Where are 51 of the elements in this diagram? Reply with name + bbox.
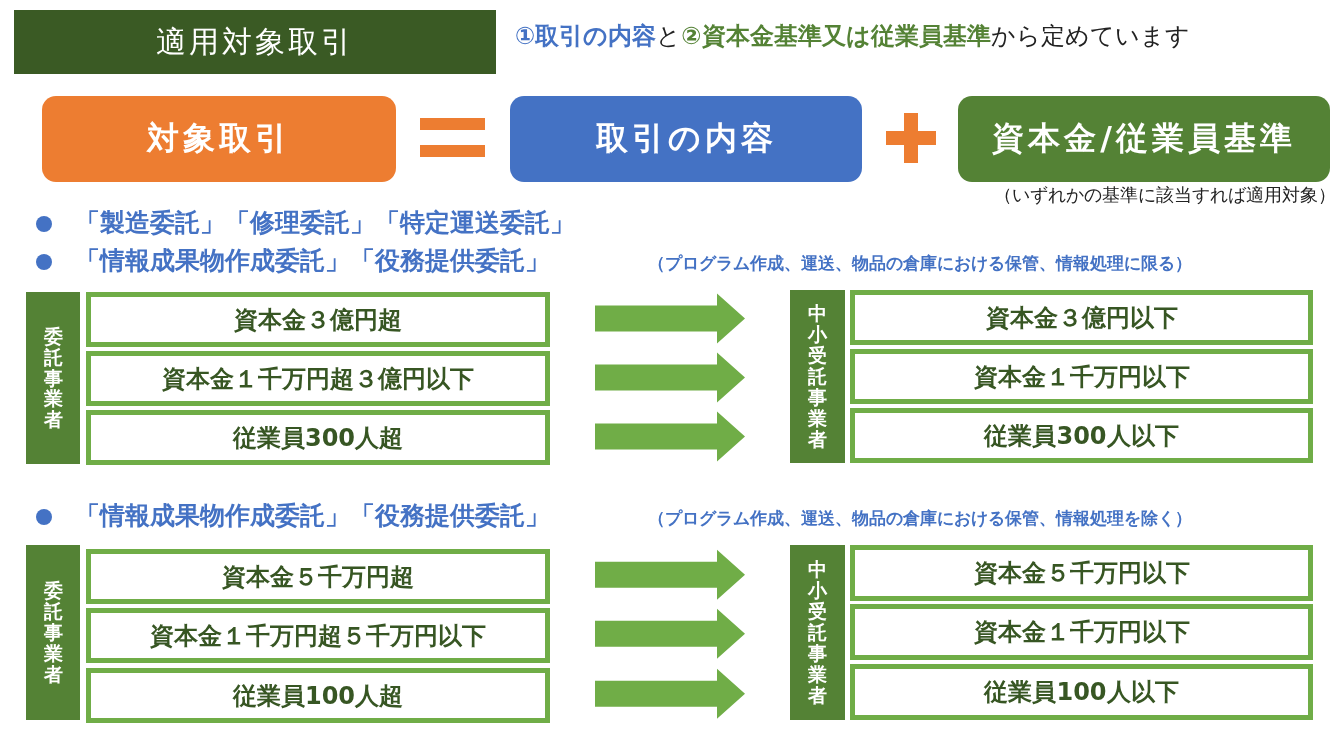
criteria-box <box>86 410 550 465</box>
criteria-box <box>850 545 1313 601</box>
vertical-label: 委託事業者 <box>43 325 63 431</box>
criteria-box <box>86 608 550 663</box>
title-banner: 適用対象取引 <box>14 10 496 74</box>
criteria-box <box>850 349 1313 404</box>
bullet-text: 「情報成果物作成委託」「役務提供委託」 <box>75 245 550 277</box>
bullet-text: 「情報成果物作成委託」「役務提供委託」 <box>75 500 550 532</box>
vertical-label: 委託事業者 <box>43 580 63 685</box>
criteria-box <box>850 664 1313 720</box>
criteria-box <box>850 408 1313 463</box>
box-label: 従業員100人以下 <box>984 677 1179 708</box>
box-label: 資本金１千万円超３億円以下 <box>162 363 474 395</box>
criteria-box <box>86 351 550 406</box>
category-box <box>26 545 80 720</box>
box-label: 資本金３億円以下 <box>985 302 1178 334</box>
category-box <box>790 545 845 720</box>
box-label: 資本金１千万円以下 <box>973 617 1190 648</box>
note-text: （プログラム作成、運送、物品の倉庫における保管、情報処理を除く） <box>648 507 1192 530</box>
box-label: 対象取引 <box>147 118 291 159</box>
box-label: 従業員300人超 <box>232 422 404 454</box>
note-text: （プログラム作成、運送、物品の倉庫における保管、情報処理に限る） <box>648 252 1192 275</box>
box-label: 資本金５千万円以下 <box>973 558 1190 589</box>
vertical-label: 中小受託事業者 <box>808 303 827 450</box>
vertical-label: 中小受託事業者 <box>808 559 827 706</box>
box-label: 資本金１千万円以下 <box>973 361 1190 393</box>
block-arrow <box>595 293 745 344</box>
criteria-box <box>86 292 550 347</box>
box-label: 資本金５千万円超 <box>222 561 414 593</box>
category-box <box>26 292 80 464</box>
box-label: 従業員300人以下 <box>984 420 1179 452</box>
box-label: 従業員100人超 <box>232 680 404 712</box>
criteria-box <box>86 549 550 604</box>
block-arrow <box>595 549 745 600</box>
rounded-box <box>510 96 862 182</box>
criteria-box <box>850 290 1313 345</box>
block-arrow <box>595 411 745 462</box>
rounded-box <box>958 96 1330 182</box>
bullet-text: 「製造委託」「修理委託」「特定運送委託」 <box>75 207 575 239</box>
box-label: 取引の内容 <box>595 118 777 159</box>
note-text: （いずれかの基準に該当すれば適用対象） <box>994 183 1336 207</box>
box-label: 資本金３億円超 <box>234 304 402 336</box>
criteria-box <box>86 668 550 723</box>
category-box <box>790 290 845 463</box>
rounded-box <box>42 96 396 182</box>
box-label: 資本金/従業員基準 <box>992 118 1296 159</box>
block-arrow <box>595 608 745 659</box>
block-arrow <box>595 668 745 719</box>
criteria-box <box>850 604 1313 660</box>
box-label: 資本金１千万円超５千万円以下 <box>150 620 486 652</box>
block-arrow <box>595 352 745 403</box>
